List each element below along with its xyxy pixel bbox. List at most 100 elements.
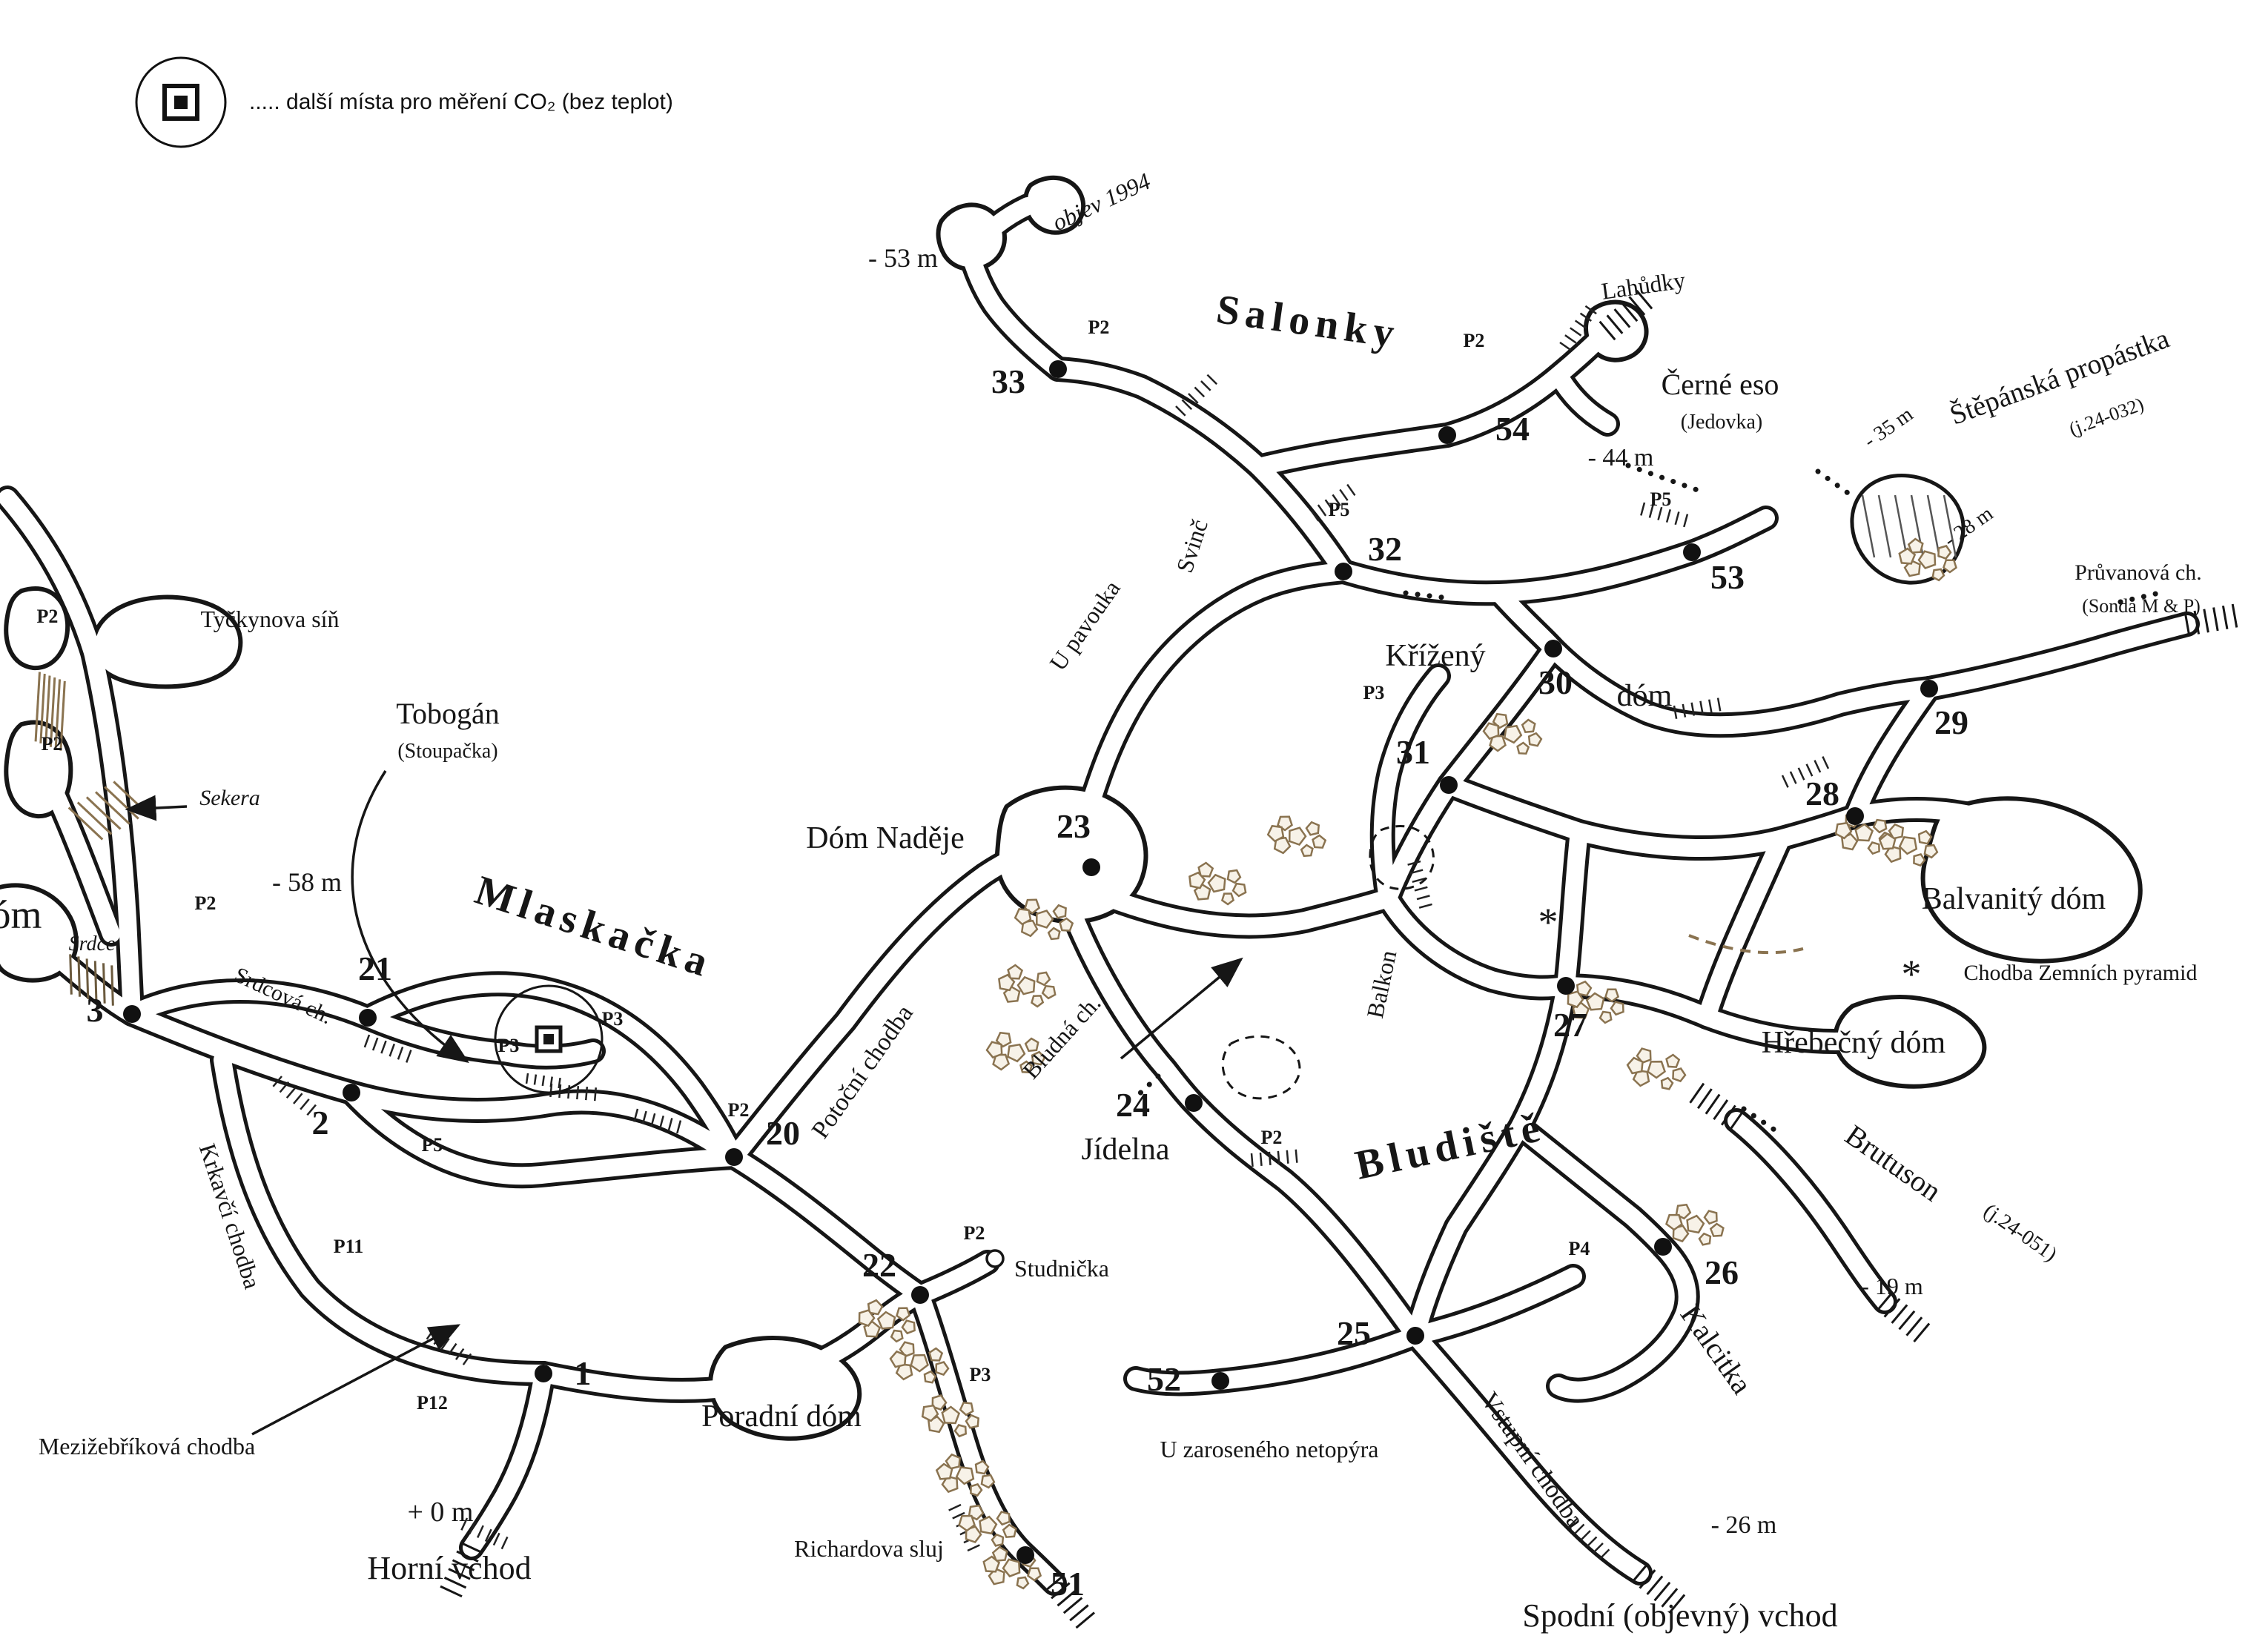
pitch-label: P11 [334, 1236, 363, 1257]
survey-point-33: 33 [991, 360, 1067, 400]
map-label: (j.24-032) [2066, 393, 2146, 440]
survey-point-24: 24 [1116, 1086, 1203, 1124]
survey-point-dot [1544, 640, 1562, 657]
survey-point-22: 22 [862, 1246, 929, 1304]
co2-marker-icon [135, 56, 227, 148]
map-label: Sekera [199, 786, 260, 810]
survey-point-number: 52 [1147, 1360, 1181, 1398]
survey-point-number: 21 [358, 950, 392, 987]
map-label: - 58 m [272, 867, 342, 897]
survey-point-number: 31 [1396, 733, 1430, 771]
survey-point-51: 51 [1016, 1546, 1085, 1603]
survey-point-dot [1440, 776, 1458, 794]
map-label: Studnička [1014, 1255, 1109, 1282]
survey-point-dot [725, 1148, 743, 1166]
pitch-label: P5 [1329, 499, 1350, 520]
map-label: - 26 m [1711, 1511, 1777, 1539]
pitch-label: P2 [1464, 330, 1485, 351]
survey-point-number: 54 [1495, 410, 1530, 448]
survey-point-dot [1438, 426, 1456, 444]
survey-point-26: 26 [1654, 1238, 1739, 1291]
survey-point-1: 1 [535, 1354, 592, 1392]
map-label: Lahůdky [1600, 266, 1687, 304]
legend: ..... další místa pro měření CO₂ (bez te… [132, 53, 673, 151]
map-label: Tyčkynova síň [200, 606, 339, 632]
survey-point-dot [1016, 1546, 1034, 1564]
map-label: dóm [1617, 679, 1673, 713]
survey-point-number: 29 [1934, 703, 1968, 741]
map-label: Dóm Naděje [806, 821, 964, 855]
pitch-label: P5 [422, 1134, 443, 1156]
map-label: - 44 m [1588, 444, 1654, 471]
pitch-label: P3 [970, 1364, 991, 1385]
survey-point-dot [359, 1009, 377, 1027]
survey-point-number: 2 [312, 1104, 329, 1142]
survey-point-number: 33 [991, 362, 1025, 400]
map-label: U zaroseného netopýra [1160, 1436, 1379, 1462]
survey-point-dot [1082, 858, 1100, 876]
survey-point-dot [535, 1365, 552, 1382]
survey-point-3: 3 [87, 991, 141, 1029]
map-label: Vstupní chodba [1475, 1388, 1589, 1534]
survey-point-dot [1211, 1372, 1229, 1390]
survey-point-dot [343, 1084, 360, 1101]
map-label: (Sonda M & P) [2082, 595, 2201, 617]
survey-point-dot [1185, 1094, 1203, 1112]
survey-point-20: 20 [725, 1114, 800, 1166]
pitch-label: P12 [417, 1392, 448, 1414]
map-label: Balkon [1361, 948, 1401, 1021]
survey-point-dot [123, 1005, 141, 1023]
survey-point-number: 27 [1553, 1006, 1587, 1044]
map-details [272, 289, 2238, 1629]
map-label: Salonky [1214, 286, 1403, 357]
map-label: (Jedovka) [1681, 411, 1762, 434]
survey-point-dot [1846, 807, 1864, 825]
map-label: Brutuson [1839, 1118, 1948, 1207]
pitch-label: P2 [42, 733, 63, 755]
survey-point-54: 54 [1438, 410, 1530, 448]
map-label: Bludná ch. [1017, 990, 1106, 1084]
map-label: Svinč [1171, 516, 1213, 575]
survey-point-number: 30 [1538, 663, 1573, 701]
pitch-label: P2 [195, 892, 216, 914]
survey-point-number: 26 [1705, 1253, 1739, 1291]
map-label: Mezižebříková chodba [39, 1433, 255, 1460]
map-label: Hřebečný dóm [1762, 1026, 1946, 1060]
map-label: - 19 m [1861, 1273, 1923, 1299]
pitch-label: P2 [964, 1222, 985, 1244]
pitch-label: P2 [37, 606, 59, 627]
survey-point-21: 21 [358, 950, 392, 1027]
survey-point-29: 29 [1920, 680, 1968, 741]
survey-point-53: 53 [1683, 543, 1745, 596]
survey-point-number: 53 [1710, 558, 1745, 596]
map-label: - 35 m [1859, 402, 1917, 452]
survey-point-52: 52 [1147, 1360, 1229, 1398]
survey-point-dot [1920, 680, 1938, 698]
pitch-label: P5 [1650, 488, 1672, 510]
map-label: Poradní dóm [701, 1399, 862, 1434]
survey-point-dot [1049, 360, 1067, 378]
map-label: Křížený [1385, 639, 1485, 673]
survey-point-number: 3 [87, 991, 104, 1029]
survey-point-31: 31 [1396, 733, 1458, 794]
survey-point-23: 23 [1057, 807, 1100, 876]
survey-point-2: 2 [312, 1084, 360, 1142]
cave-passages [0, 175, 2200, 1596]
pitch-label: P3 [1363, 682, 1385, 703]
survey-point-30: 30 [1538, 640, 1573, 701]
survey-point-number: 32 [1368, 530, 1402, 568]
survey-point-dot [1557, 977, 1575, 995]
map-label: Jídelna [1082, 1133, 1170, 1167]
map-label: (j.24-051) [1980, 1199, 2061, 1266]
pitch-label: P2 [1088, 317, 1110, 338]
map-label: * [1902, 952, 1922, 996]
map-label: Horní vchod [367, 1550, 531, 1586]
map-label: Chodba Zemních pyramid [1964, 961, 2198, 985]
map-label: óm [0, 892, 42, 937]
survey-point-number: 25 [1337, 1314, 1371, 1352]
map-label: Bludiště [1352, 1104, 1550, 1189]
survey-point-number: 28 [1805, 775, 1839, 812]
map-label: - 53 m [868, 243, 938, 273]
